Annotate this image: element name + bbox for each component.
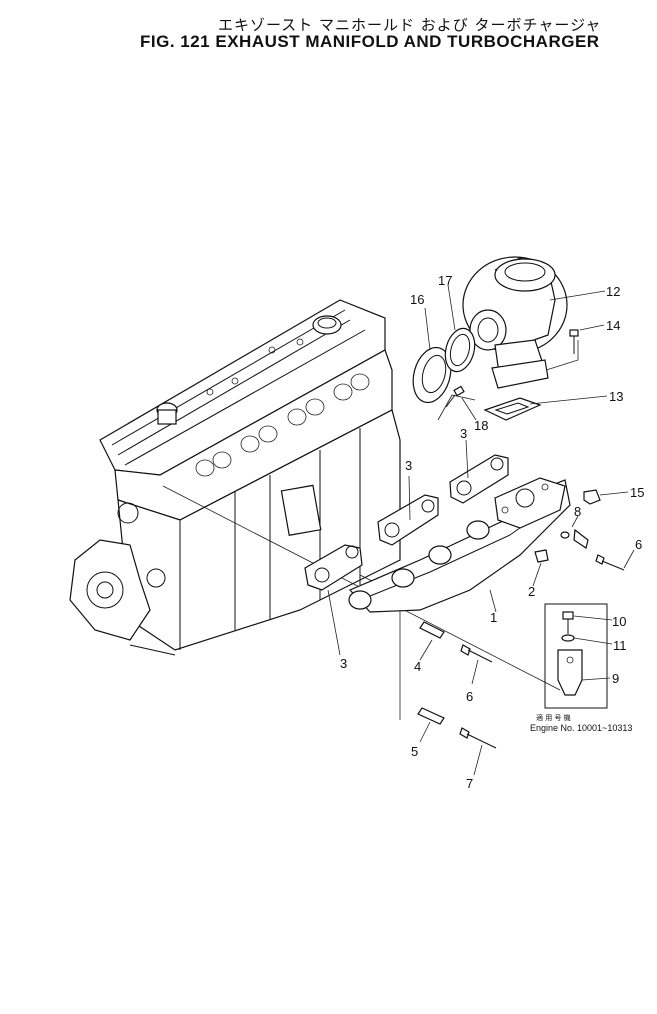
manifold-gasket-middle xyxy=(377,494,439,546)
callout-13: 13 xyxy=(609,389,623,404)
callout-15: 15 xyxy=(630,485,644,500)
callout-3-front: 3 xyxy=(340,656,347,671)
turbo-gasket xyxy=(483,397,542,421)
stud-4 xyxy=(419,621,445,639)
nut-15 xyxy=(583,489,601,505)
bolt-14 xyxy=(569,329,579,354)
engine-number-range: Engine No. 10001~10313 xyxy=(530,723,632,733)
callout-2: 2 xyxy=(528,584,535,599)
cylinder-head-exhaust-ports xyxy=(195,373,370,477)
callout-10: 10 xyxy=(612,614,626,629)
callout-3-middle: 3 xyxy=(405,458,412,473)
applicability-japanese: 適 用 号 機 xyxy=(536,713,571,722)
turbocharger xyxy=(462,256,568,389)
exhaust-manifold xyxy=(348,477,571,613)
leader-lines xyxy=(327,284,635,776)
callout-12: 12 xyxy=(606,284,620,299)
callout-14: 14 xyxy=(606,318,620,333)
bolt-18 xyxy=(445,385,465,408)
bolt-6-lower xyxy=(460,644,493,663)
callout-7: 7 xyxy=(466,776,473,791)
bracket-detail-box xyxy=(544,603,608,709)
callout-labels: 1 2 3 3 3 3 4 5 6 6 7 8 9 10 11 12 13 14… xyxy=(340,273,644,791)
callout-9: 9 xyxy=(612,671,619,686)
washer-8 xyxy=(560,531,570,539)
callout-17: 17 xyxy=(438,273,452,288)
callout-16: 16 xyxy=(410,292,424,307)
exhaust-outlet-flange xyxy=(412,346,452,404)
callout-1: 1 xyxy=(490,610,497,625)
stud-5 xyxy=(417,707,445,725)
seal-ring xyxy=(444,327,476,373)
manifold-gasket-front xyxy=(304,544,363,591)
callout-6-lower: 6 xyxy=(466,689,473,704)
callout-8: 8 xyxy=(574,504,581,519)
callout-4: 4 xyxy=(414,659,421,674)
bolt-7 xyxy=(459,727,497,749)
manifold-gasket-rear xyxy=(449,454,509,504)
callout-11: 11 xyxy=(613,638,627,653)
engine-block xyxy=(69,299,401,656)
applicability-note: 適 用 号 機 Engine No. 10001~10313 xyxy=(530,713,632,733)
bolt-6-right xyxy=(595,554,625,571)
callout-3-rear: 3 xyxy=(460,426,467,441)
callout-6-right: 6 xyxy=(635,537,642,552)
callout-5: 5 xyxy=(411,744,418,759)
fitting-8 xyxy=(573,528,589,549)
figure-title: FIG. 121 EXHAUST MANIFOLD AND TURBOCHARG… xyxy=(140,32,600,51)
nut-2 xyxy=(534,549,549,563)
callout-18: 18 xyxy=(474,418,488,433)
japanese-title: エキゾースト マニホールド および ターボチャージャ xyxy=(218,16,602,34)
